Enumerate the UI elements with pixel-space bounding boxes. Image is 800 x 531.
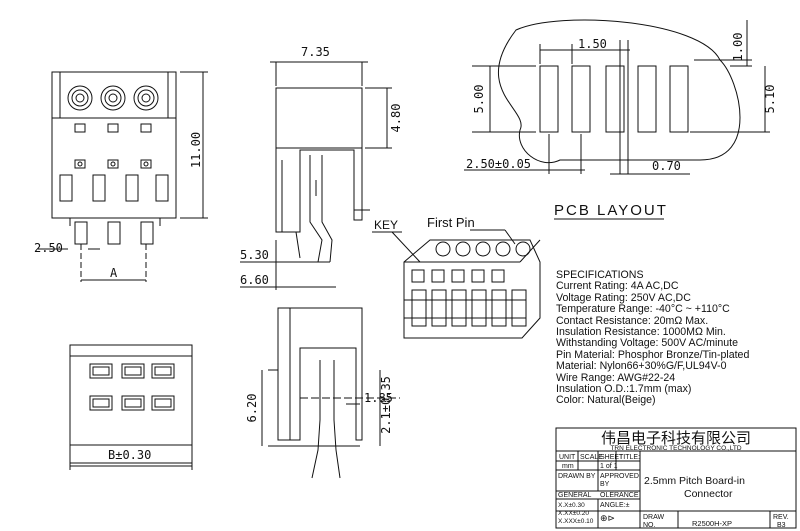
spec-line: Color: Natural(Beige) <box>556 394 656 407</box>
isometric-view <box>372 229 541 339</box>
side-view <box>240 61 392 290</box>
pcb-layout <box>464 19 770 175</box>
tolerance-label: OLERANCE <box>600 492 639 499</box>
key-label: KEY <box>374 218 398 232</box>
bottom-view <box>69 344 193 470</box>
no-label: NO. <box>643 522 656 529</box>
dim-a: A <box>110 266 118 280</box>
drawing-title-line1: 2.5mm Pitch Board-in <box>644 475 745 487</box>
company-name-cn: 伟昌电子科技有限公司 <box>601 430 751 447</box>
sheet-label: SHEET <box>600 454 624 461</box>
dim-6-20: 6.20 <box>245 394 259 423</box>
rev-value: B3 <box>777 522 786 529</box>
sheet-value: 1 of 1 <box>600 463 618 470</box>
specifications-block: SPECIFICATIONS Current Rating: 4A AC,DC … <box>556 269 796 407</box>
drawing-title-line2: Connector <box>684 488 733 500</box>
dim-5-30: 5.30 <box>240 248 269 262</box>
rev-label: REV. <box>773 514 789 521</box>
spec-line: Wire Range: AWG#22-24 <box>556 371 676 384</box>
dim-6-60: 6.60 <box>240 273 269 287</box>
wire-hole <box>67 85 93 111</box>
wire-hole <box>100 85 126 111</box>
company-name-en: TRN ELECTRONIC TECHNOLOGY CO.,LTD <box>610 445 741 452</box>
dim-4-80: 4.80 <box>389 104 403 133</box>
front-view <box>38 71 208 282</box>
dim-5-00: 5.00 <box>472 85 486 114</box>
part-number: R2500H-XP <box>692 519 732 528</box>
dim-11-00: 11.00 <box>189 132 203 168</box>
scale-label: SCALE <box>580 454 603 461</box>
dim-7-35: 7.35 <box>301 45 330 59</box>
dim-1-00: 1.00 <box>731 33 745 62</box>
general-label: GENERAL <box>558 492 592 499</box>
spec-line: Voltage Rating: 250V AC,DC <box>556 291 691 304</box>
specifications-title: SPECIFICATIONS <box>556 269 644 281</box>
spec-line: Pin Material: Phosphor Bronze/Tin-plated <box>556 348 750 361</box>
spec-line: Contact Resistance: 20mΩ Max. <box>556 314 709 327</box>
tolerance-2: X.XX±0.20 <box>558 510 589 517</box>
dim-5-10: 5.10 <box>763 85 777 114</box>
title-label: TITLE: <box>619 454 640 461</box>
dim-b: B±0.30 <box>108 448 151 462</box>
title-block <box>555 427 797 529</box>
dim-2-50: 2.50 <box>34 241 63 255</box>
drawn-by-label: DRAWN BY <box>558 473 596 480</box>
spec-line: Insulation Resistance: 1000MΩ Min. <box>556 326 726 339</box>
spec-line: Temperature Range: -40°C ~ +110°C <box>556 303 730 316</box>
tolerance-3: X.XXX±0.10 <box>558 518 594 525</box>
tolerance-1: X.X±0.30 <box>558 502 585 509</box>
dim-2-50-pitch: 2.50±0.05 <box>466 157 531 171</box>
unit-label: UNIT <box>559 454 576 461</box>
draw-label: DRAW <box>643 514 665 521</box>
dim-1-85: 1.85 <box>364 391 393 405</box>
dim-2-1: 2.1±0.35 <box>379 376 393 434</box>
spec-line: Material: Nylon66+30%G/F,UL94V-0 <box>556 360 727 373</box>
angle-label: ANGLE:± <box>600 502 630 509</box>
spec-line: Current Rating: 4A AC,DC <box>556 280 679 293</box>
spec-line: Insulation O.D.:1.7mm (max) <box>556 383 692 396</box>
pcb-layout-title: PCB LAYOUT <box>554 202 668 219</box>
wire-hole <box>133 85 159 111</box>
unit-value: mm <box>562 463 574 470</box>
dim-1-50: 1.50 <box>578 37 607 51</box>
first-pin-label: First Pin <box>427 215 475 230</box>
dim-0-70: 0.70 <box>652 159 681 173</box>
spec-line: Withstanding Voltage: 500V AC/minute <box>556 337 738 350</box>
approved-label: APPROVED <box>600 473 639 480</box>
section-view <box>261 307 400 479</box>
approved-label-2: BY <box>600 481 610 488</box>
projection-icon: ⊕⊳ <box>600 513 615 523</box>
